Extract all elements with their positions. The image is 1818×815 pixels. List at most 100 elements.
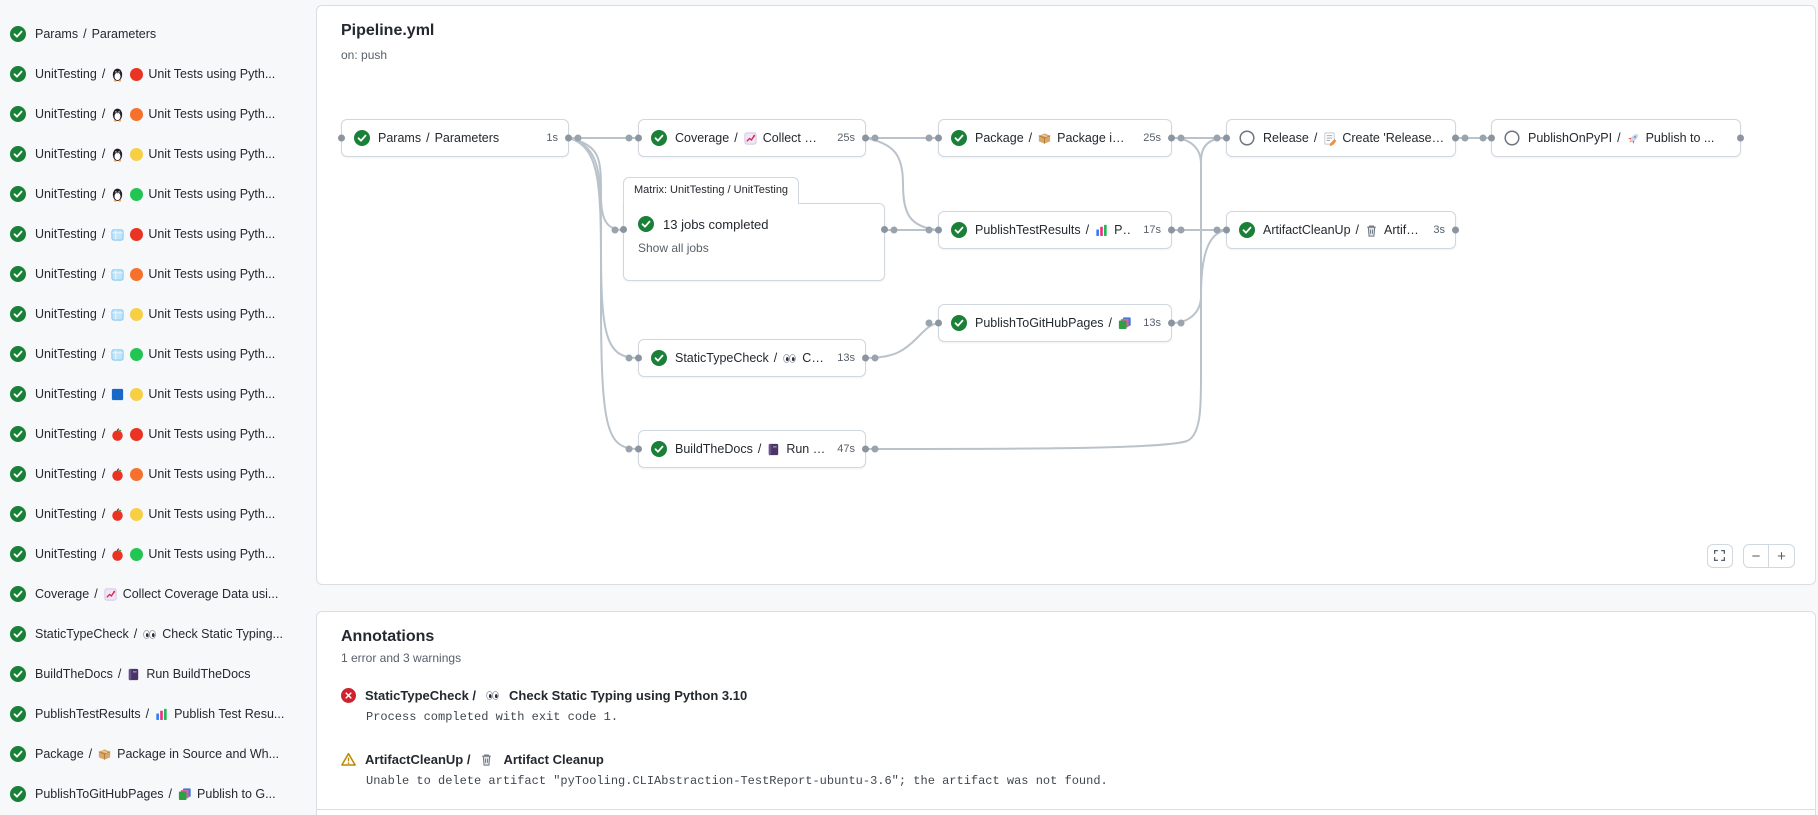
memo-icon [1322,131,1337,146]
graph-node-buildthedocs[interactable]: BuildTheDocs/Run Buil... 47s [638,430,866,468]
chart-increasing-icon [103,587,118,602]
node-label: StaticTypeCheck/Chec... [675,351,826,365]
node-duration: 13s [837,352,855,364]
graph-node-release[interactable]: Release/Create 'Release P... [1226,119,1456,157]
sidebar-item-unittesting[interactable]: UnitTesting/Unit Tests using Pyth... [10,454,314,494]
sidebar-item-label: UnitTesting/Unit Tests using Pyth... [35,307,276,322]
sidebar-item-label: UnitTesting/Unit Tests using Pyth... [35,547,276,562]
sidebar-item-package[interactable]: Package/Package in Source and Wh... [10,734,314,774]
sidebar-item-label: UnitTesting/Unit Tests using Pyth... [35,347,276,361]
sidebar-item-unittesting[interactable]: UnitTesting/Unit Tests using Pyth... [10,334,314,374]
check-icon [651,441,667,457]
sidebar-item-unittesting[interactable]: UnitTesting/Unit Tests using Pyth... [10,374,314,414]
show-all-jobs-link[interactable]: Show all jobs [638,241,709,255]
trash-icon [1364,223,1379,238]
annotations-card: Annotations 1 error and 3 warnings Stati… [316,611,1816,815]
check-icon [10,266,26,282]
sidebar-item-statictypecheck[interactable]: StaticTypeCheck/Check Static Typing... [10,614,314,654]
check-icon [10,186,26,202]
graph-node-publishtogithubpages[interactable]: PublishToGitHubPages/...13s [938,304,1172,342]
package-icon [97,747,112,762]
sidebar-item-unittesting[interactable]: UnitTesting/Unit Tests using Pyth... [10,174,314,214]
check-icon [651,130,667,146]
check-icon [10,346,26,362]
check-icon [1239,222,1255,238]
sidebar-item-unittesting[interactable]: UnitTesting/Unit Tests using Pyth... [10,494,314,534]
zoom-out-button[interactable]: − [1743,544,1769,568]
sidebar-item-publishtogithubpages[interactable]: PublishToGitHubPages/Publish to G... [10,774,314,814]
graph-node-publishonpypi[interactable]: PublishOnPyPI/Publish to ... [1491,119,1741,157]
python-version-dot [130,227,144,241]
sidebar-item-buildthedocs[interactable]: BuildTheDocs/Run BuildTheDocs [10,654,314,694]
fullscreen-button[interactable] [1707,544,1733,568]
graph-node-artifactcleanup[interactable]: ArtifactCleanUp/Artifac...3s [1226,211,1456,249]
python-version-dot [130,467,144,481]
graph-node-package[interactable]: Package/Package in So...25s [938,119,1172,157]
skipped-icon [1239,130,1255,146]
workflow-file-title: Pipeline.yml [341,22,435,39]
check-icon [10,746,26,762]
annotation-message: Process completed with exit code 1. [366,710,619,724]
error-icon [341,688,356,703]
check-icon [10,306,26,322]
node-label: Release/Create 'Release P... [1263,131,1445,146]
annotations-title: Annotations [341,628,435,645]
sidebar-item-unittesting[interactable]: UnitTesting/Unit Tests using Pyth... [10,294,314,334]
sidebar-item-unittesting[interactable]: UnitTesting/Unit Tests using Pyth... [10,134,314,174]
node-duration: 13s [1143,317,1161,329]
python-version-dot [130,187,144,201]
annotation-title-link[interactable]: ArtifactCleanUp /Artifact Cleanup [341,752,1791,767]
graph-node-statictypecheck[interactable]: StaticTypeCheck/Chec... 13s [638,339,866,377]
check-icon [10,626,26,642]
sidebar-item-unittesting[interactable]: UnitTesting/Unit Tests using Pyth... [10,54,314,94]
eyes-icon [485,688,500,703]
sidebar-item-publishtestresults[interactable]: PublishTestResults/Publish Test Resu... [10,694,314,734]
node-label: BuildTheDocs/Run Buil... [675,442,825,456]
check-icon [10,386,26,402]
sidebar-item-coverage[interactable]: Coverage/Collect Coverage Data usi... [10,574,314,614]
skipped-icon [1504,130,1520,146]
sidebar-item-unittesting[interactable]: UnitTesting/Unit Tests using Pyth... [10,414,314,454]
sidebar-item-label: UnitTesting/Unit Tests using Pyth... [35,267,276,281]
python-version-dot [130,427,144,441]
node-duration: 47s [837,443,855,455]
matrix-summary-box[interactable]: 13 jobs completed Show all jobs [620,203,888,281]
apple-icon [110,547,125,562]
sidebar-item-unittesting[interactable]: UnitTesting/Unit Tests using Pyth... [10,214,314,254]
check-icon [951,315,967,331]
trash-icon [479,752,494,767]
python-version-dot [130,387,144,401]
sidebar-item-label: UnitTesting/Unit Tests using Pyth... [35,107,276,121]
sidebar-item-label: UnitTesting/Unit Tests using Pyth... [35,387,276,401]
sidebar-item-label: BuildTheDocs/Run BuildTheDocs [35,667,251,682]
penguin-icon [110,147,125,162]
sidebar-item-unittesting[interactable]: UnitTesting/Unit Tests using Pyth... [10,534,314,574]
success-check-icon [638,216,654,232]
annotation-title-link[interactable]: StaticTypeCheck /Check Static Typing usi… [341,688,1791,703]
python-version-dot [130,107,144,121]
bar-chart-icon [154,707,169,722]
sidebar-item-params[interactable]: Params/Parameters [10,14,314,54]
check-icon [651,350,667,366]
node-label: ArtifactCleanUp/Artifac... [1263,223,1421,238]
sidebar-item-unittesting[interactable]: UnitTesting/Unit Tests using Pyth... [10,254,314,294]
sidebar-item-unittesting[interactable]: UnitTesting/Unit Tests using Pyth... [10,94,314,134]
graph-node-coverage[interactable]: Coverage/Collect Cove...25s [638,119,866,157]
ice-cube-icon [110,307,125,322]
check-icon [10,146,26,162]
notebook-icon [126,667,141,682]
node-label: PublishOnPyPI/Publish to ... [1528,131,1715,145]
graph-node-publishtestresults[interactable]: PublishTestResults/Pu...17s [938,211,1172,249]
check-icon [354,130,370,146]
node-label: Coverage/Collect Cove... [675,131,826,145]
pages-icon [1117,316,1131,331]
sidebar-item-label: UnitTesting/Unit Tests using Pyth... [35,507,276,521]
fullscreen-icon [1713,549,1728,564]
annotation-row-error: StaticTypeCheck /Check Static Typing usi… [317,673,1815,737]
sidebar-item-label: Params/Parameters [35,27,157,41]
zoom-in-button[interactable]: + [1769,544,1795,568]
apple-icon [110,467,125,482]
